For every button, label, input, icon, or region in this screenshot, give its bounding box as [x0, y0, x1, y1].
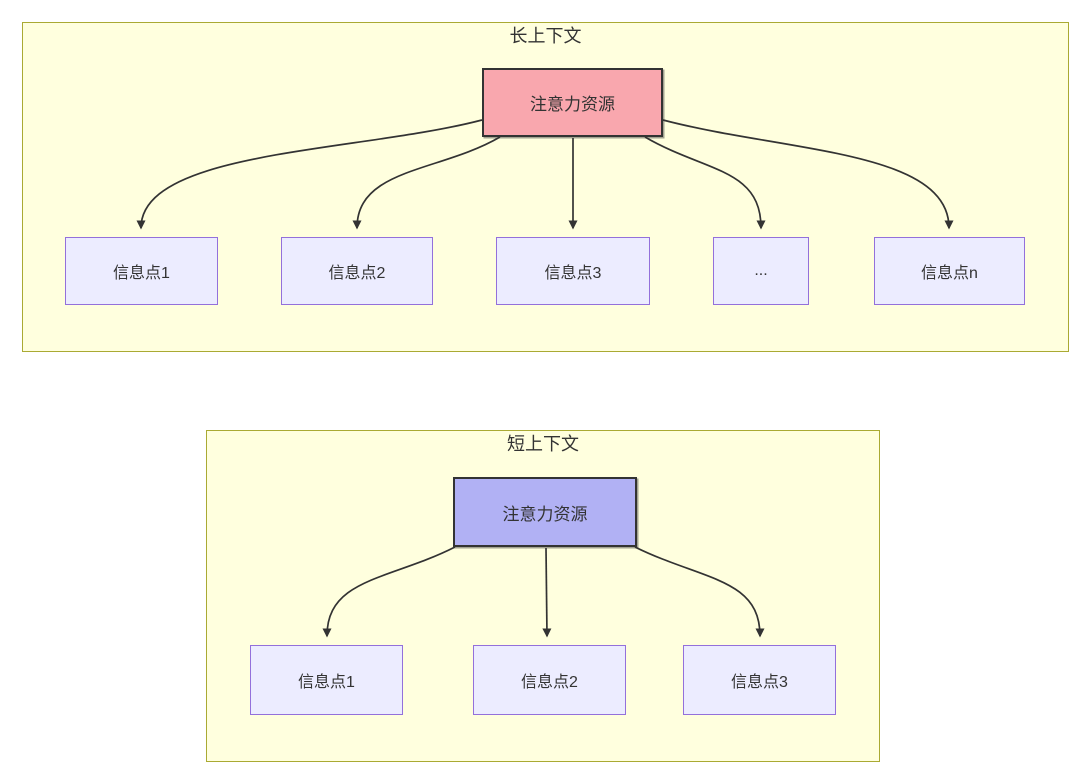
long-info-node-3: 信息点3	[496, 237, 650, 305]
short-context-title: 短上下文	[507, 434, 579, 454]
long-attention-node: 注意力资源	[482, 68, 663, 137]
short-info-node-3: 信息点3	[683, 645, 836, 715]
short-attention-node: 注意力资源	[453, 477, 637, 547]
long-info-node-2: 信息点2	[281, 237, 433, 305]
short-info-node-2: 信息点2	[473, 645, 626, 715]
long-context-title: 长上下文	[509, 26, 582, 46]
long-info-node-1: 信息点1	[65, 237, 218, 305]
short-info-node-1: 信息点1	[250, 645, 403, 715]
long-info-node-n: 信息点n	[874, 237, 1025, 305]
long-info-node-ellipsis: ...	[713, 237, 809, 305]
